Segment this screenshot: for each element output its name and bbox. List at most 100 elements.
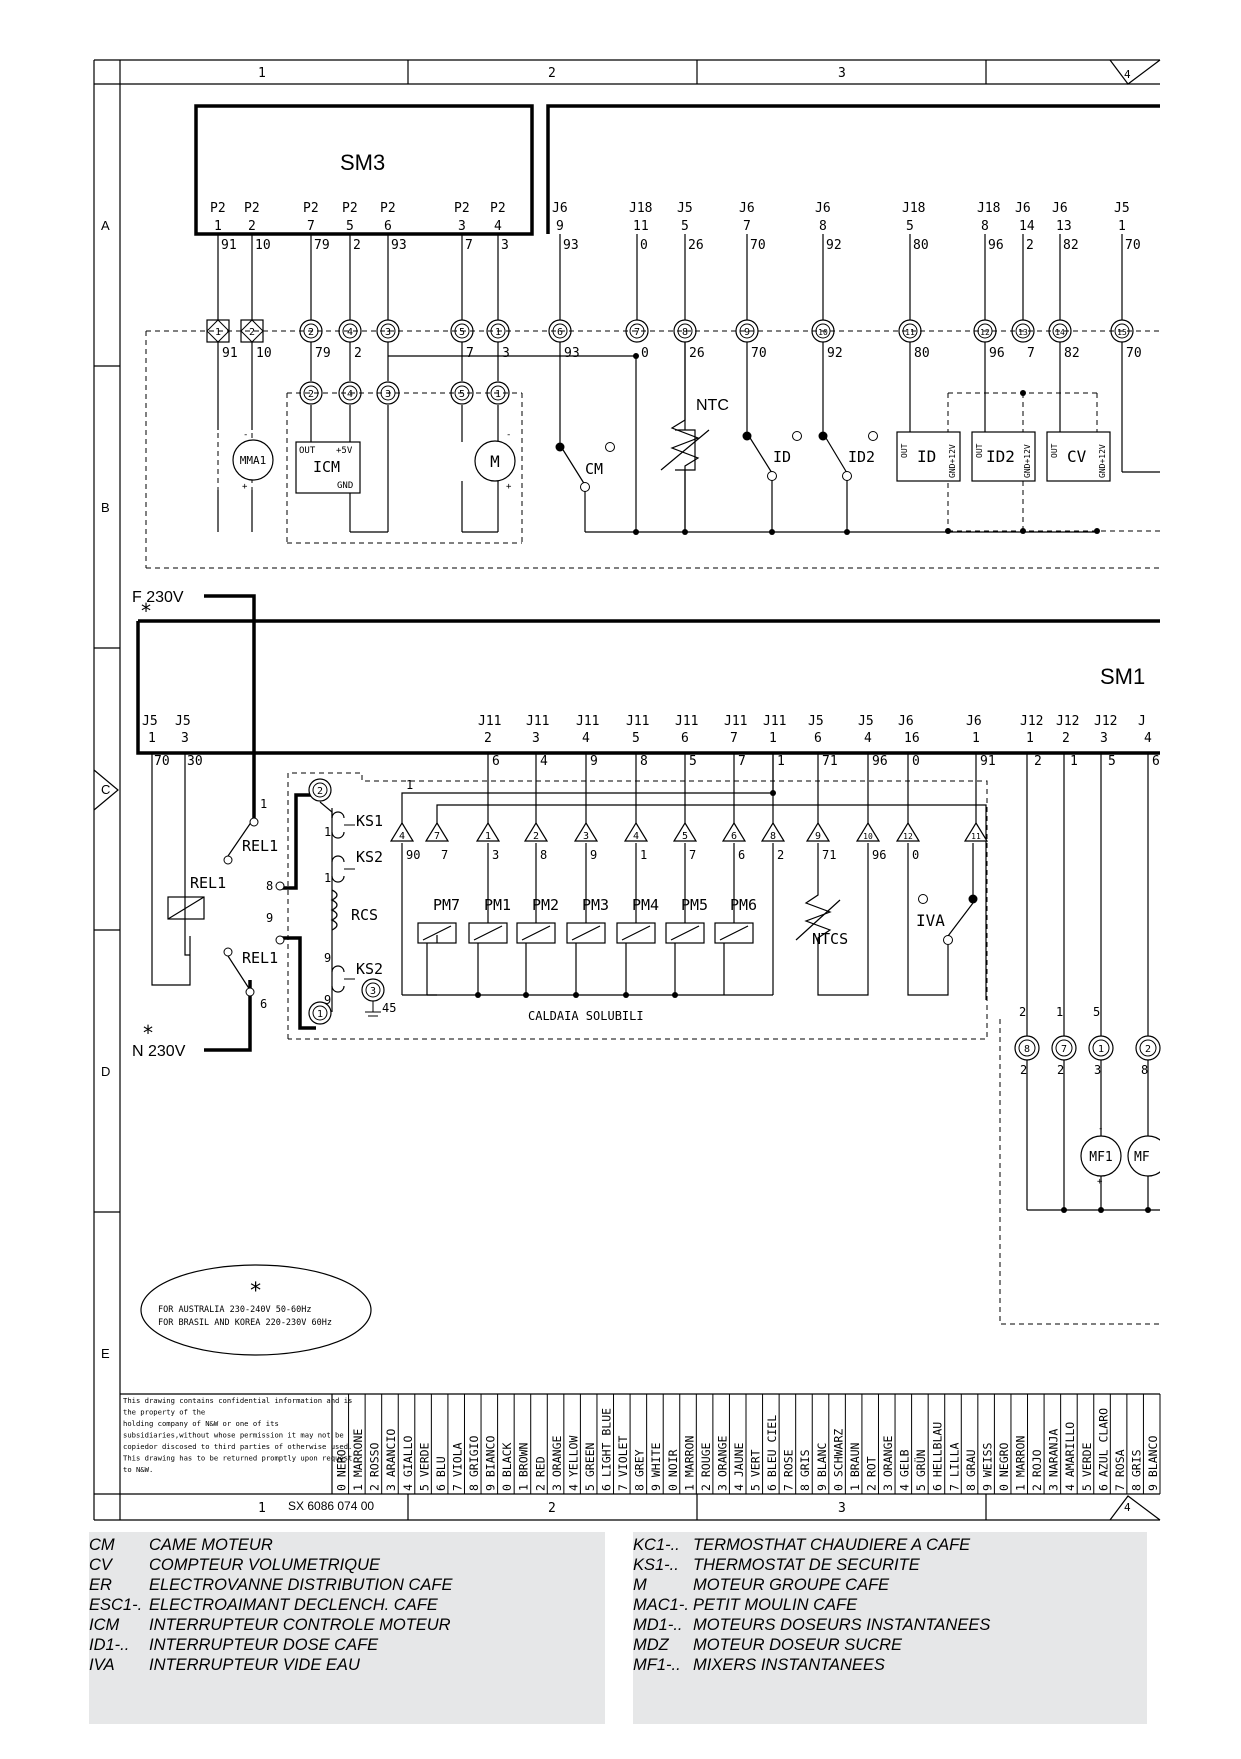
color-entry: 1 MARRONE (351, 1429, 365, 1491)
color-entry: 2 ROSSO (368, 1442, 382, 1491)
junction-dot (623, 992, 629, 998)
boiler-label: CALDAIA SOLUBILI (528, 1009, 644, 1023)
sm1-pin-connector: J11 (724, 714, 747, 729)
cm-cam-switch: CM (555, 442, 615, 492)
sm1-pin-number: 6 (681, 731, 689, 746)
sm3-right-box (546, 104, 1160, 234)
terminal-number: 8 (682, 327, 688, 338)
color-entry: 0 NOIR (666, 1449, 680, 1491)
ntcs-resistor (804, 843, 869, 996)
iva-switch: IVA (916, 894, 978, 945)
color-entry: 0 BLACK (500, 1442, 514, 1491)
sensor-cv: OUT CV GND+12V (1046, 431, 1111, 482)
sm3-pin-number: 5 (346, 219, 354, 234)
mf1-motor (1080, 1135, 1122, 1177)
sm3-pin-connector: J18 (977, 201, 1000, 216)
sm1-pin-wire: 96 (872, 754, 888, 769)
terminal-number: 15 (1117, 328, 1127, 337)
sm1-pin-wire: 30 (187, 754, 203, 769)
col-label-bottom-1: 1 (258, 1501, 266, 1516)
mf2-label: MF (1134, 1150, 1150, 1165)
terminal-wire: 79 (315, 346, 331, 361)
row-label-d: D (101, 1064, 110, 1079)
sm3-pin-wire: 70 (750, 238, 766, 253)
terminal-number: 13 (1018, 328, 1028, 337)
ks2-thermostat-b: KS2 (356, 960, 383, 978)
icm-switch: OUT +5V ICM GND (295, 441, 361, 494)
sm3-title: SM3 (340, 150, 385, 175)
legend-right-abbr: MF1-.. (633, 1656, 681, 1674)
sm1-pin-connector: J11 (675, 714, 698, 729)
color-entry: 5 VERT (749, 1449, 763, 1491)
triangle-number: 12 (903, 832, 913, 841)
sm3-pin-number: 8 (819, 219, 827, 234)
terminal-triangle (895, 821, 921, 842)
color-entry: 9 BLANC (815, 1442, 829, 1491)
mma1-minus: - (243, 430, 248, 440)
frame-labels: 1 2 3 4 A B C D E 1 2 3 4 SX 6086 074 00 (101, 66, 1131, 1516)
terminal-wire: 2 (1019, 1005, 1026, 1019)
rel1-contacts: REL1 REL1 REL1 (190, 817, 285, 997)
legend-left-description: CAME MOTEUR (149, 1536, 273, 1554)
legend-left-description: ELECTROVANNE DISTRIBUTION CAFE (149, 1576, 453, 1594)
sm1-pin-wire: 91 (980, 754, 996, 769)
sm1-pin-number: 1 (148, 731, 156, 746)
triangle-wire: 7 (689, 848, 696, 862)
neutral-star: * (142, 1021, 154, 1045)
sm1-pin-number: 16 (904, 731, 920, 746)
wire (319, 801, 333, 818)
solenoid-label: PM5 (681, 896, 708, 914)
triangle-number: 2 (533, 831, 539, 842)
sm1-pin-number: 4 (864, 731, 872, 746)
sm1-pin-number: 3 (532, 731, 540, 746)
sm1-pin-wire: 5 (689, 754, 697, 769)
color-entry: 4 JAUNE (732, 1442, 746, 1491)
color-entry: 7 VIOLET (616, 1436, 630, 1491)
iva-label: IVA (916, 911, 945, 930)
terminal-number: 7 (1061, 1044, 1067, 1055)
terminal-number: 2 (249, 327, 255, 338)
sensor-id2-label: ID2 (986, 447, 1015, 466)
icm-gnd: GND (337, 481, 353, 491)
legend-left-abbr: CV (89, 1556, 112, 1574)
sm1-pin-number: 4 (1144, 731, 1152, 746)
sm3-pin-connector: J6 (1052, 201, 1068, 216)
triangle-number: 4 (633, 831, 639, 842)
solenoid-slash (473, 925, 503, 941)
sm1-pin-wire: 2 (1034, 754, 1042, 769)
group-motor-m: M - + (474, 430, 516, 492)
icm-label: ICM (313, 458, 340, 476)
color-entry: 8 GRAU (964, 1449, 978, 1491)
color-entry: 9 WHITE (649, 1442, 663, 1491)
motor-plus: + (506, 482, 512, 492)
color-entry: 1 MARRON (682, 1436, 696, 1491)
ks2-thermostat: KS2 (356, 848, 383, 866)
terminal-wire: 70 (751, 346, 767, 361)
clip (1160, 1120, 1180, 1200)
sm3-pin-wire: 2 (1026, 238, 1034, 253)
solenoid-slash (422, 925, 452, 941)
sm3-pin-number: 1 (1118, 219, 1126, 234)
sm3-pin-number: 2 (248, 219, 256, 234)
terminal-triangle (721, 821, 747, 842)
color-entry: 6 BLEU CIEL (765, 1415, 779, 1491)
triangle-number: 1 (485, 831, 491, 842)
col-label-bottom-3: 3 (838, 1501, 846, 1516)
sm1-pin-wire: 1 (777, 754, 785, 769)
sm1-pin-connector: J5 (142, 714, 158, 729)
terminal-wire: 10 (256, 346, 272, 361)
sm3-pin-number: 1 (214, 219, 222, 234)
confidential-line: This drawing contains confidential infor… (123, 1396, 352, 1405)
bus-wire-2 (436, 804, 987, 1000)
sm3-pin-connector: J18 (902, 201, 925, 216)
triangle-number: 10 (863, 832, 873, 841)
terminal-wire: 2 (354, 346, 362, 361)
ks1-label: KS1 (356, 812, 383, 830)
sm3-pin-number: 5 (906, 219, 914, 234)
sm3-pin-number: 13 (1056, 219, 1072, 234)
sm3-pin-wire: 7 (465, 238, 473, 253)
terminal-triangle (523, 821, 549, 842)
legend-left-abbr: ER (89, 1576, 112, 1594)
sm3-pin-connector: P2 (210, 201, 226, 216)
